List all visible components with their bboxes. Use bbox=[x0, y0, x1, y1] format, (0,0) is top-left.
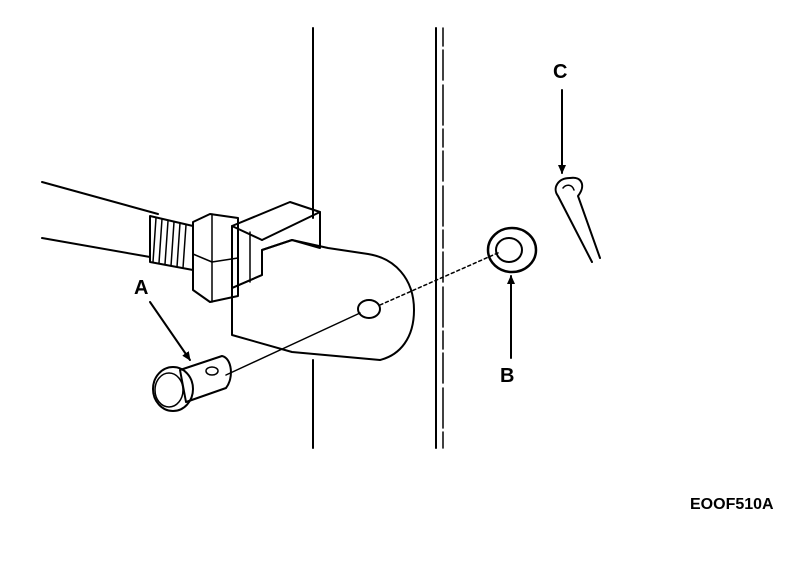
callout-arrows bbox=[149, 89, 566, 361]
figure-code: EOOF510A bbox=[690, 496, 774, 513]
jam-nut bbox=[192, 213, 239, 303]
clevis-pin bbox=[152, 355, 232, 412]
threaded-end bbox=[149, 215, 194, 271]
cotter-pin bbox=[554, 176, 601, 263]
control-rod bbox=[41, 181, 159, 258]
clevis-yoke bbox=[231, 201, 415, 361]
frame-panel bbox=[312, 27, 444, 449]
callout-c: C bbox=[553, 61, 567, 83]
callout-b: B bbox=[500, 365, 514, 387]
flat-washer bbox=[486, 226, 538, 274]
arrow-a bbox=[149, 301, 191, 361]
pin-axis-line bbox=[225, 251, 501, 376]
callout-a: A bbox=[134, 277, 148, 299]
